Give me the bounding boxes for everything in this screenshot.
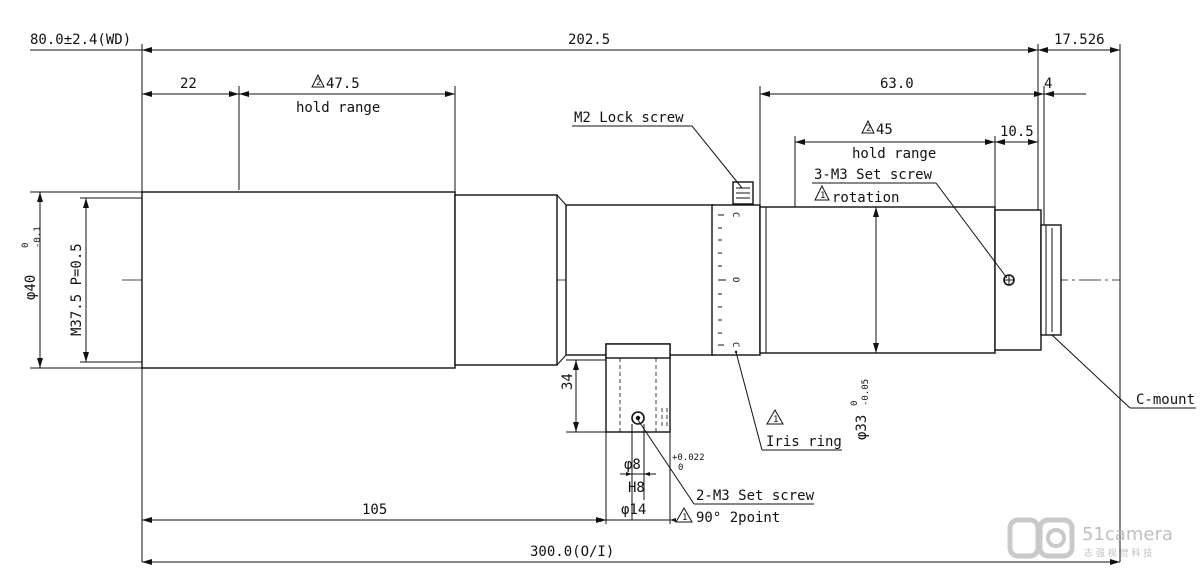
watermark-brand: 51camera bbox=[1082, 524, 1173, 545]
note-1-marker-mount bbox=[675, 506, 693, 523]
svg-text:-0.1: -0.1 bbox=[33, 226, 43, 248]
callout-90-point: 90° 2point bbox=[696, 510, 780, 526]
mount-screw-hole bbox=[631, 411, 645, 425]
hold-range-front: hold range bbox=[296, 100, 380, 116]
dim-phi40: φ40 bbox=[23, 275, 39, 300]
dim-17-526: 17.526 bbox=[1054, 32, 1105, 48]
note-2-marker bbox=[311, 73, 325, 88]
dim-phi14: φ14 bbox=[621, 502, 646, 518]
dim-63: 63.0 bbox=[880, 76, 914, 92]
dim-105: 105 bbox=[362, 502, 387, 518]
watermark-sub: 志 强 视 觉 科 技 bbox=[1084, 547, 1152, 559]
dim-34: 34 bbox=[560, 373, 576, 390]
dim-wd: 80.0±2.4(WD) bbox=[30, 32, 131, 48]
svg-text:2: 2 bbox=[316, 78, 321, 88]
dim-47-5: 47.5 bbox=[326, 76, 360, 92]
svg-text:0: 0 bbox=[21, 243, 31, 248]
top-dimensions: 80.0±2.4(WD) 202.5 17.526 22 2 47.5 hold… bbox=[30, 32, 1121, 316]
lens-body bbox=[141, 181, 1062, 433]
note-2-marker-rear bbox=[861, 119, 875, 134]
svg-text:1: 1 bbox=[820, 191, 825, 201]
callout-m2-lock: M2 Lock screw bbox=[574, 110, 684, 126]
dim-h8: H8 bbox=[628, 480, 645, 496]
svg-text:1: 1 bbox=[773, 415, 778, 425]
svg-text:0: 0 bbox=[678, 463, 683, 473]
callouts: M2 Lock screw 3-M3 Set screw 1 rotation … bbox=[572, 110, 1196, 526]
dim-22: 22 bbox=[180, 76, 197, 92]
hold-range-rear: hold range bbox=[852, 146, 936, 162]
rear-barrel bbox=[759, 206, 996, 354]
dim-45: 45 bbox=[876, 122, 893, 138]
dim-202-5: 202.5 bbox=[568, 32, 610, 48]
mid-barrel bbox=[565, 204, 715, 356]
svg-text:2: 2 bbox=[866, 124, 871, 134]
svg-text:0: 0 bbox=[850, 401, 860, 406]
dim-4: 4 bbox=[1044, 76, 1052, 92]
dim-phi8: φ8 bbox=[624, 457, 641, 473]
note-1-marker bbox=[814, 184, 830, 201]
dim-phi33: φ33 bbox=[854, 415, 870, 440]
left-dimensions: φ40 0 -0.1 M37.5 P=0.5 bbox=[21, 191, 142, 369]
callout-c-mount: C-mount bbox=[1136, 392, 1195, 408]
iris-scale-top: C bbox=[730, 212, 740, 217]
iris-scale-bottom: C bbox=[730, 342, 740, 347]
svg-text:1: 1 bbox=[682, 513, 687, 523]
watermark-logo: 51camera 志 强 视 觉 科 技 bbox=[1007, 517, 1173, 559]
lower-dimensions: 34 φ33 0 -0.05 φ8 +0.022 0 H8 105 φ14 30… bbox=[141, 207, 1121, 565]
dim-10-5: 10.5 bbox=[1000, 124, 1034, 140]
svg-text:-0.05: -0.05 bbox=[861, 379, 871, 406]
c-mount-body bbox=[1040, 224, 1062, 336]
iris-scale: C O C bbox=[718, 212, 740, 354]
second-barrel bbox=[454, 194, 558, 366]
callout-iris-ring: Iris ring bbox=[766, 434, 842, 450]
dim-thread: M37.5 P=0.5 bbox=[69, 243, 85, 336]
callout-rotation: rotation bbox=[832, 190, 899, 206]
note-1-marker-iris bbox=[766, 408, 784, 425]
svg-text:+0.022: +0.022 bbox=[672, 453, 705, 463]
front-barrel bbox=[141, 191, 456, 369]
taper bbox=[556, 194, 567, 366]
iris-scale-mid: O bbox=[730, 277, 740, 282]
rear-collar bbox=[994, 209, 1042, 351]
dim-300: 300.0(O/I) bbox=[530, 544, 614, 560]
callout-m3-rear: 3-M3 Set screw bbox=[814, 167, 933, 183]
callout-m3-mount: 2-M3 Set screw bbox=[696, 488, 815, 504]
